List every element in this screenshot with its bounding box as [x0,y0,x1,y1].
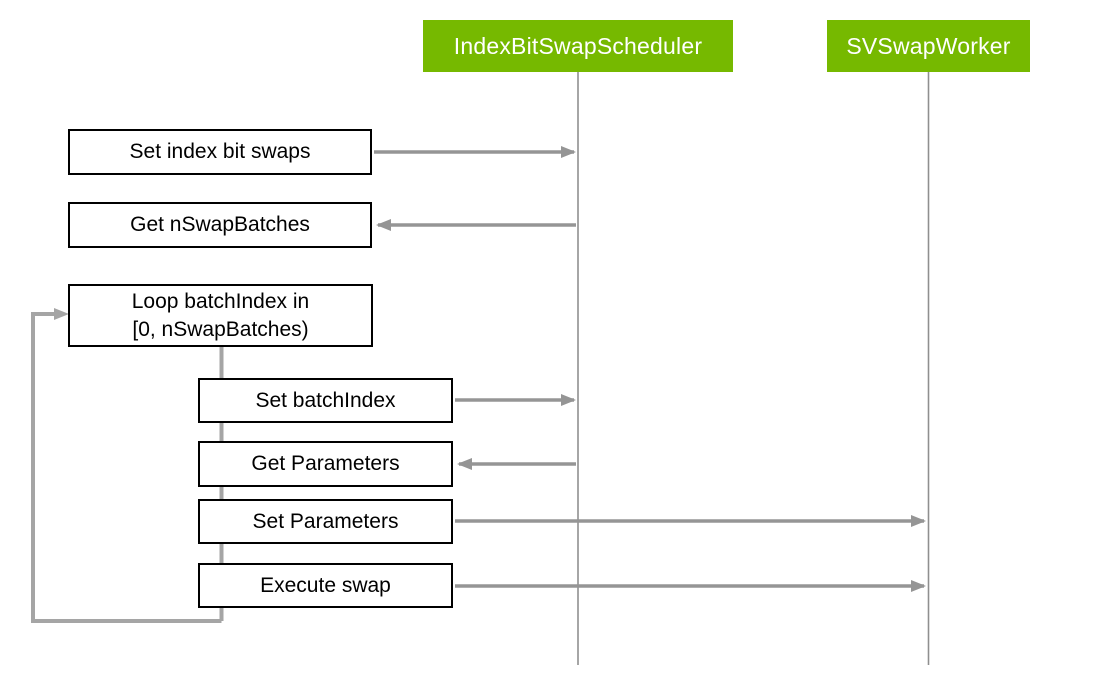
loop-header-box: Loop batchIndex in [0, nSwapBatches) [68,284,373,347]
actor-label: IndexBitSwapScheduler [453,32,703,59]
actor-svswapworker: SVSwapWorker [827,20,1030,72]
step-label: Set index bit swaps [129,140,311,163]
step-get-parameters: Get Parameters [198,441,453,487]
step-set-index-bit-swaps: Set index bit swaps [68,129,372,175]
step-label: Get nSwapBatches [130,213,310,236]
step-get-nswapbatches: Get nSwapBatches [68,202,372,248]
step-set-parameters: Set Parameters [198,499,453,544]
step-label: Execute swap [260,573,391,597]
actor-label: SVSwapWorker [846,32,1011,59]
loop-label-line1: Loop batchIndex in [131,289,310,313]
step-set-batchindex: Set batchIndex [198,378,453,423]
loop-label-line2: [0, nSwapBatches) [132,317,309,341]
step-label: Get Parameters [251,452,400,475]
actor-indexbitswapscheduler: IndexBitSwapScheduler [423,20,733,72]
step-execute-swap: Execute swap [198,563,453,608]
step-label: Set batchIndex [255,388,396,412]
step-label: Set Parameters [252,509,399,533]
loop-back-connector [31,308,222,623]
